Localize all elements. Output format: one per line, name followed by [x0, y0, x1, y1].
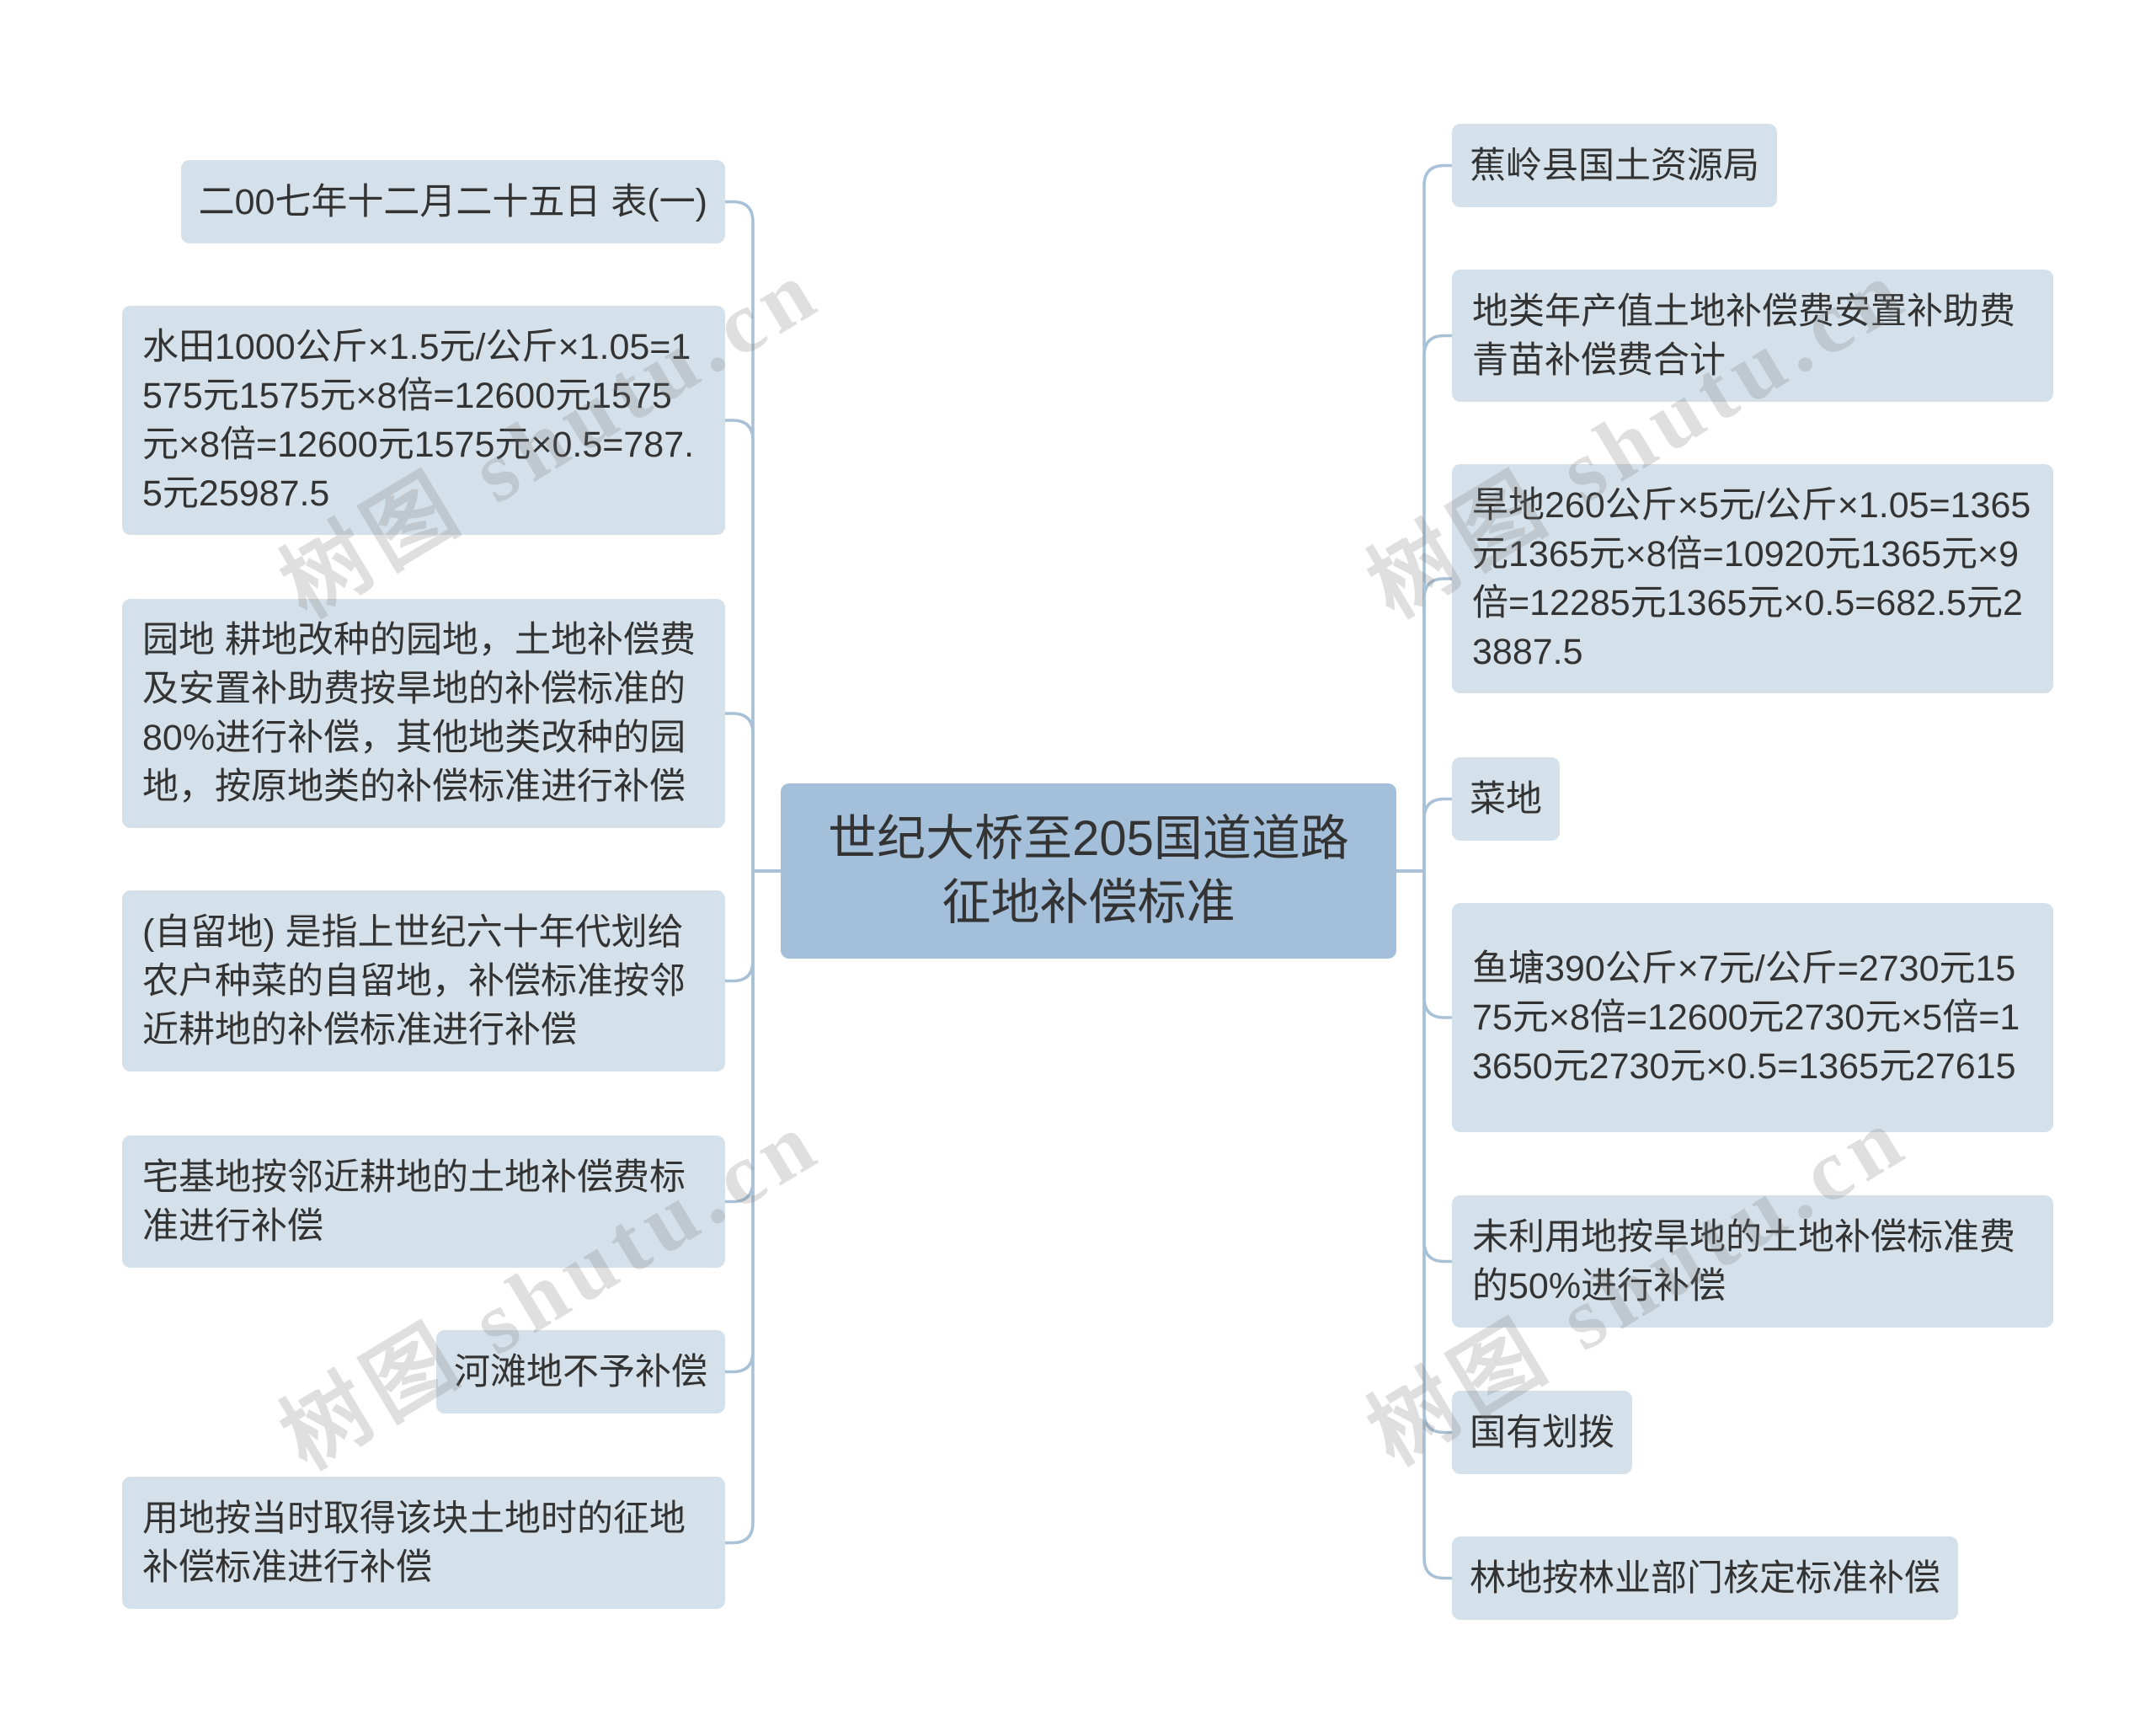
node-fish-pond[interactable]: 鱼塘390公斤×7元/公斤=2730元1575元×8倍=12600元2730元×…	[1452, 903, 2053, 1132]
node-label: 园地 耕地改种的园地，土地补偿费及安置补助费按旱地的补偿标准的80%进行补偿，其…	[142, 620, 696, 807]
node-unused-land[interactable]: 未利用地按旱地的土地补偿标准费的50%进行补偿	[1452, 1195, 2053, 1328]
connector-node-garden-land	[723, 712, 782, 873]
node-label: 水田1000公斤×1.5元/公斤×1.05=1575元1575元×8倍=1260…	[142, 327, 695, 514]
connector-node-dry-land	[1395, 577, 1454, 873]
node-homestead[interactable]: 宅基地按邻近耕地的土地补偿费标准进行补偿	[122, 1136, 725, 1268]
node-label: 二00七年十二月二十五日 表(一)	[198, 181, 707, 222]
node-label: 地类年产值土地补偿费安置补助费青苗补偿费合计	[1472, 291, 2015, 381]
node-label: 旱地260公斤×5元/公斤×1.05=1365元1365元×8倍=10920元1…	[1472, 485, 2031, 672]
node-label: 蕉岭县国土资源局	[1470, 145, 1759, 186]
node-forest-land[interactable]: 林地按林业部门核定标准补偿	[1452, 1536, 1958, 1620]
connector-node-land-bureau	[1395, 163, 1454, 873]
node-label: 宅基地按邻近耕地的土地补偿费标准进行补偿	[142, 1157, 686, 1247]
node-river-beach[interactable]: 河滩地不予补偿	[436, 1330, 725, 1413]
center-topic[interactable]: 世纪大桥至205国道道路征地补偿标准	[781, 783, 1396, 959]
node-dry-land[interactable]: 旱地260公斤×5元/公斤×1.05=1365元1365元×8倍=10920元1…	[1452, 464, 2053, 693]
node-date-header[interactable]: 二00七年十二月二十五日 表(一)	[180, 160, 725, 243]
node-garden-land[interactable]: 园地 耕地改种的园地，土地补偿费及安置补助费按旱地的补偿标准的80%进行补偿，其…	[122, 599, 725, 828]
node-label: 未利用地按旱地的土地补偿标准费的50%进行补偿	[1472, 1216, 2015, 1307]
connector-node-column-headers	[1395, 334, 1454, 873]
node-label: 林地按林业部门核定标准补偿	[1470, 1558, 1940, 1599]
connector-node-date-header	[723, 200, 782, 873]
node-column-headers[interactable]: 地类年产值土地补偿费安置补助费青苗补偿费合计	[1452, 270, 2053, 402]
connector-node-forest-land	[1395, 869, 1454, 1580]
center-topic-label: 世纪大桥至205国道道路征地补偿标准	[828, 811, 1349, 930]
node-land-bureau[interactable]: 蕉岭县国土资源局	[1452, 124, 1777, 207]
node-label: (自留地) 是指上世纪六十年代划给农户种菜的自留地，补偿标准按邻近耕地的补偿标准…	[142, 911, 686, 1050]
node-label: 用地按当时取得该块土地时的征地补偿标准进行补偿	[142, 1498, 686, 1588]
connector-node-vegetable-land	[1395, 797, 1454, 873]
node-acquired-use-land[interactable]: 用地按当时取得该块土地时的征地补偿标准进行补偿	[122, 1477, 725, 1609]
node-label: 国有划拨	[1470, 1412, 1614, 1453]
node-vegetable-land[interactable]: 菜地	[1452, 757, 1560, 841]
node-state-allocated[interactable]: 国有划拨	[1452, 1391, 1632, 1474]
node-paddy-field[interactable]: 水田1000公斤×1.5元/公斤×1.05=1575元1575元×8倍=1260…	[122, 306, 725, 535]
node-label: 河滩地不予补偿	[454, 1351, 707, 1392]
connector-node-acquired-use-land	[723, 869, 782, 1545]
connector-node-paddy-field	[723, 419, 782, 873]
node-label: 菜地	[1470, 778, 1542, 820]
node-label: 鱼塘390公斤×7元/公斤=2730元1575元×8倍=12600元2730元×…	[1472, 948, 2020, 1087]
node-private-plot[interactable]: (自留地) 是指上世纪六十年代划给农户种菜的自留地，补偿标准按邻近耕地的补偿标准…	[122, 890, 725, 1071]
